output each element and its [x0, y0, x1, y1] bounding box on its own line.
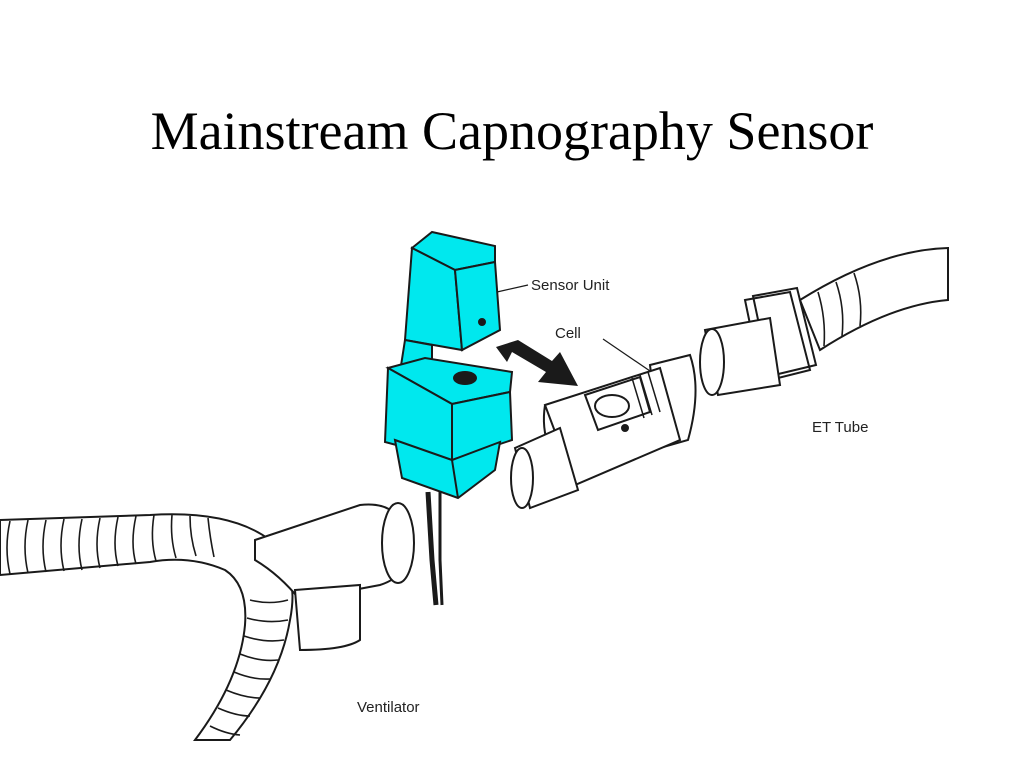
slide-title: Mainstream Capnography Sensor [150, 101, 874, 161]
sensor-cable [425, 491, 444, 606]
sensor-unit [383, 230, 514, 500]
airway-adapter-cell [510, 353, 697, 510]
label-cell: Cell [555, 325, 581, 342]
label-sensor-unit: Sensor Unit [531, 277, 610, 294]
label-ventilator: Ventilator [357, 699, 420, 716]
label-et-tube: ET Tube [812, 419, 868, 436]
leader-lines [496, 284, 651, 372]
attach-arrow [496, 340, 578, 386]
et-tube [699, 246, 949, 397]
ventilator-hose [0, 502, 415, 741]
